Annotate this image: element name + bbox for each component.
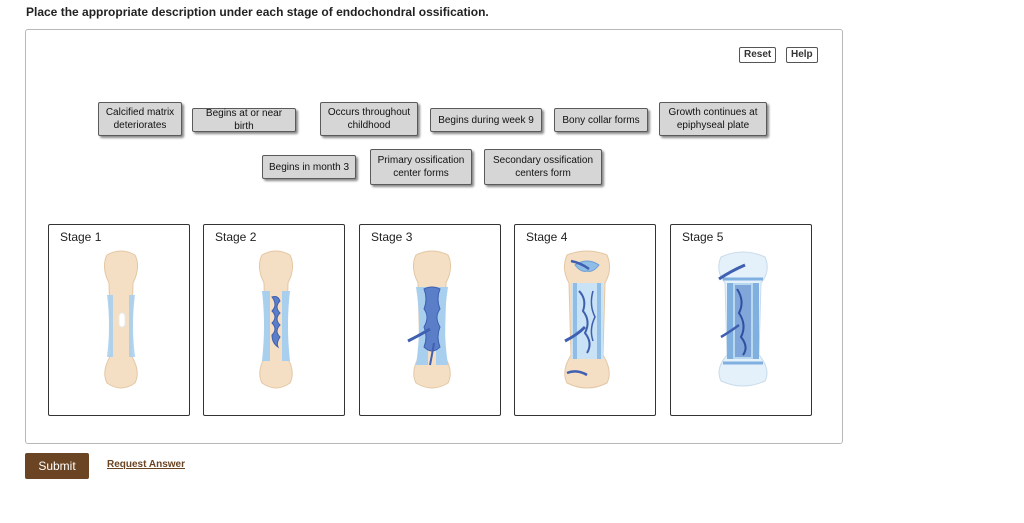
reset-button[interactable]: Reset [739, 47, 777, 63]
stage-2-bone-illustration [258, 250, 294, 389]
label-tile-epiphyseal-plate[interactable]: Growth continues at epiphyseal plate [659, 102, 767, 136]
submit-button[interactable]: Submit [25, 453, 89, 479]
stage-1-bone-illustration [103, 250, 139, 389]
stage-5-label: Stage 5 [682, 230, 724, 244]
stage-2-label: Stage 2 [215, 230, 257, 244]
stage-1-label: Stage 1 [60, 230, 102, 244]
stage-2-dropzone[interactable]: Stage 2 [203, 224, 345, 416]
drag-drop-panel: Reset Help Calcified matrix deteriorates… [25, 29, 843, 444]
stage-4-dropzone[interactable]: Stage 4 [514, 224, 656, 416]
stage-5-dropzone[interactable]: Stage 5 [670, 224, 812, 416]
request-answer-link[interactable]: Request Answer [107, 459, 185, 470]
label-tile-bony-collar[interactable]: Bony collar forms [554, 108, 648, 132]
stage-3-label: Stage 3 [371, 230, 413, 244]
label-tile-week-9[interactable]: Begins during week 9 [430, 108, 542, 132]
stage-4-label: Stage 4 [526, 230, 568, 244]
stage-1-dropzone[interactable]: Stage 1 [48, 224, 190, 416]
label-tile-secondary-ossification[interactable]: Secondary ossification centers form [484, 149, 602, 185]
label-tile-throughout-childhood[interactable]: Occurs throughout childhood [320, 102, 418, 136]
label-tile-calcified-matrix[interactable]: Calcified matrix deteriorates [98, 102, 182, 136]
stage-3-dropzone[interactable]: Stage 3 [359, 224, 501, 416]
stage-3-bone-illustration [407, 250, 452, 389]
label-tile-primary-ossification[interactable]: Primary ossification center forms [370, 149, 472, 185]
label-tile-begins-at-birth[interactable]: Begins at or near birth [192, 108, 296, 132]
stage-5-bone-illustration [718, 251, 768, 387]
instruction-text: Place the appropriate description under … [26, 5, 489, 19]
help-button[interactable]: Help [786, 47, 818, 63]
stage-4-bone-illustration [563, 250, 611, 389]
label-tile-month-3[interactable]: Begins in month 3 [262, 155, 356, 179]
